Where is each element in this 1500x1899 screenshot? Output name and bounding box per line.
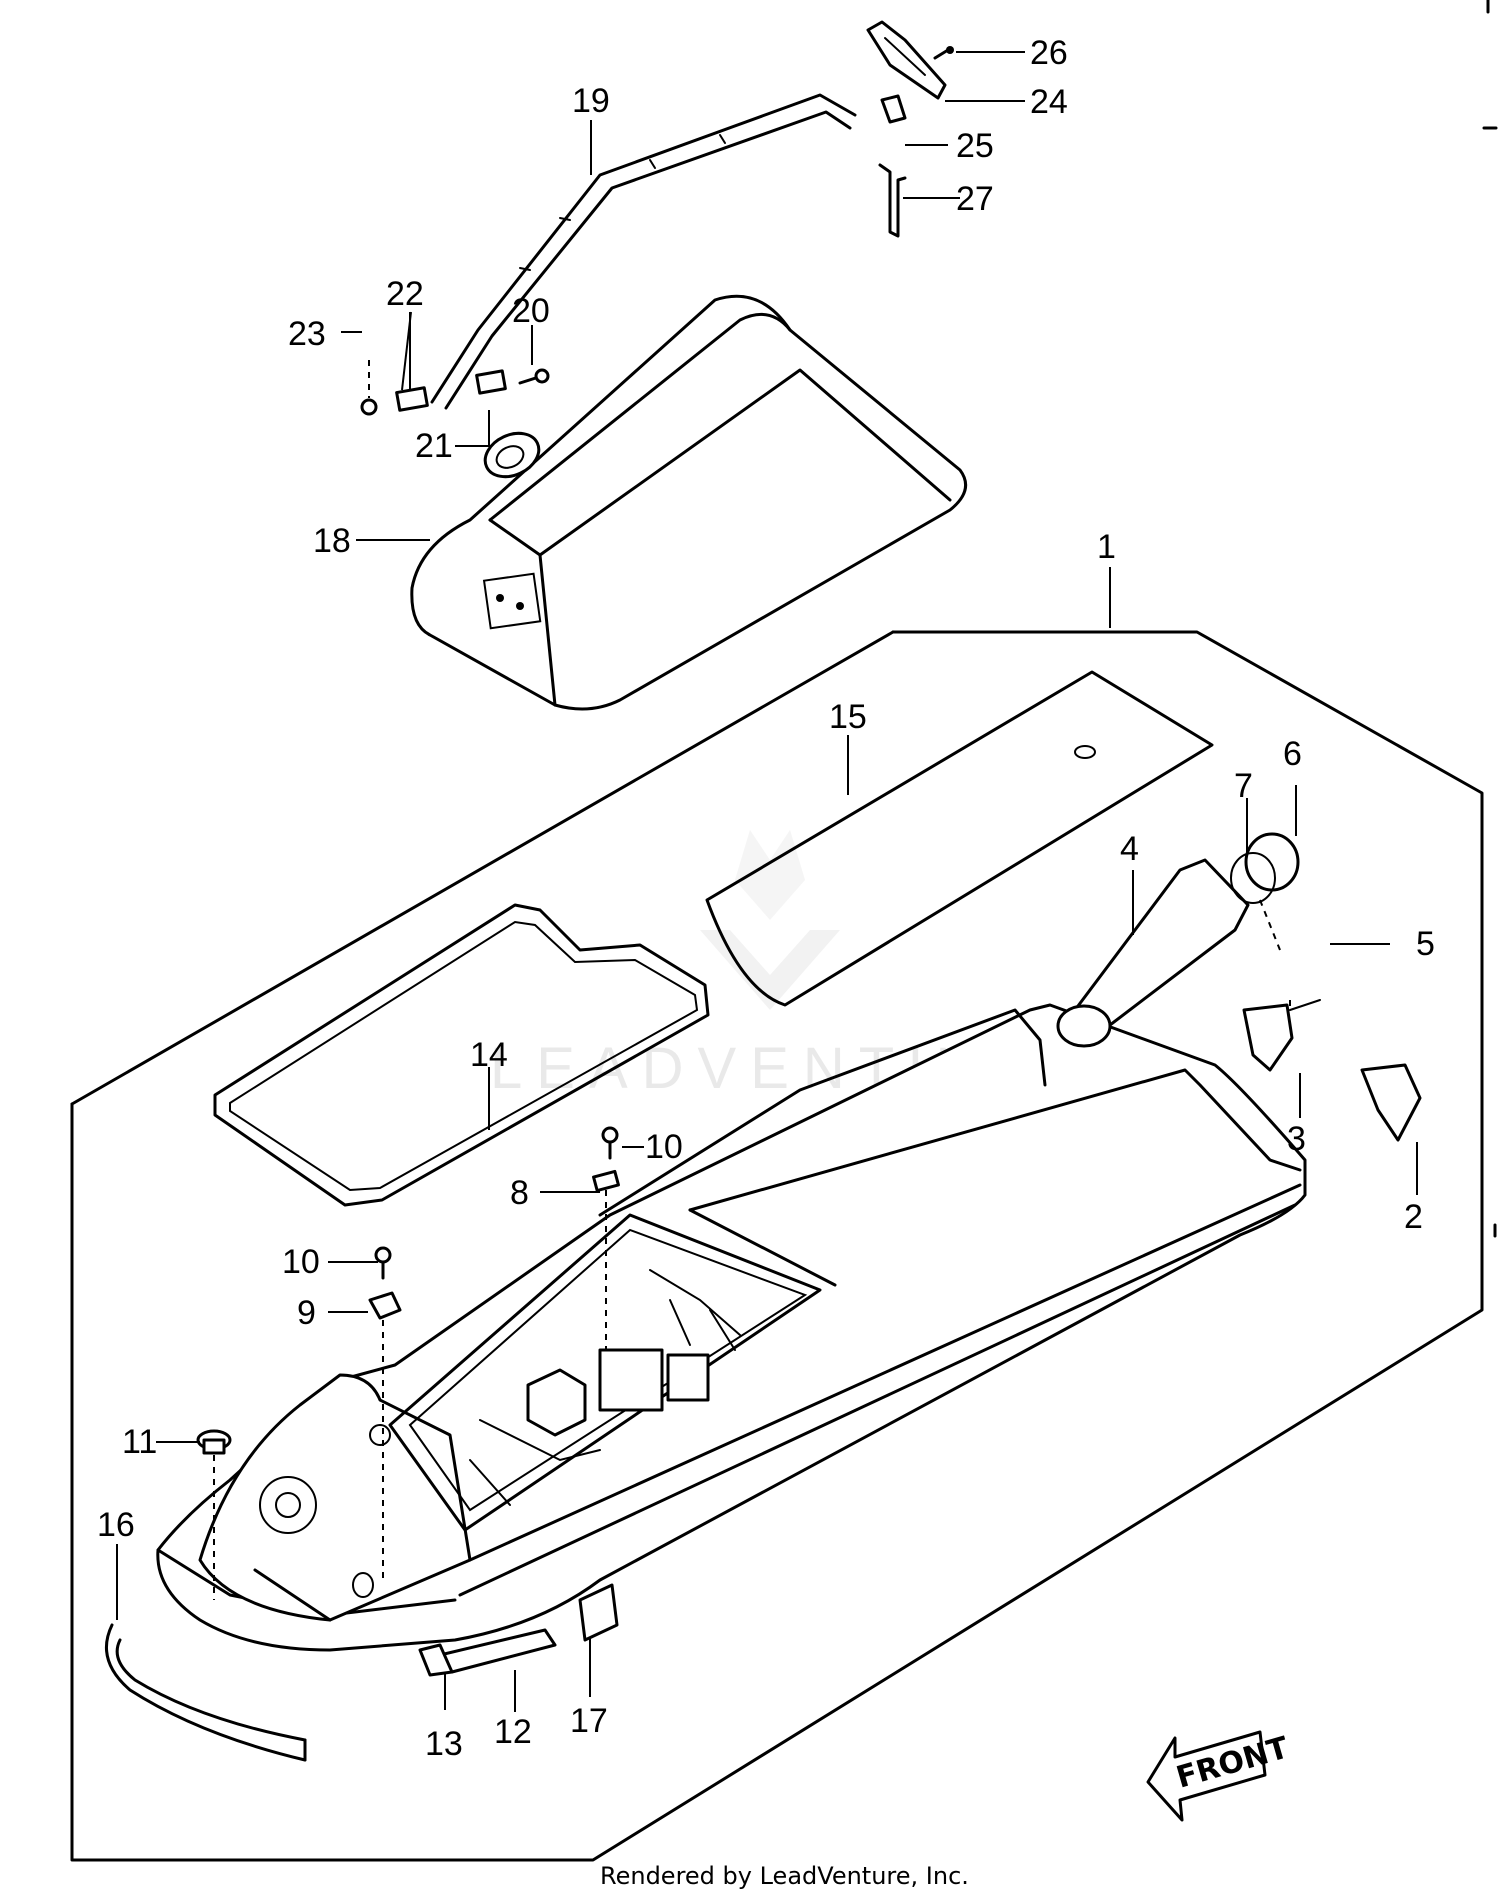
gasket-14 xyxy=(213,903,710,1207)
callout-10-lower: 10 xyxy=(282,1243,320,1281)
callout-23: 23 xyxy=(288,315,326,353)
callout-27: 27 xyxy=(956,180,994,218)
callout-5: 5 xyxy=(1416,925,1435,963)
callout-6: 6 xyxy=(1283,735,1302,773)
nut-23 xyxy=(360,398,378,416)
seat-pad-15 xyxy=(705,670,1214,1007)
callout-14: 14 xyxy=(470,1036,508,1074)
drain-plug xyxy=(196,1429,232,1455)
callout-25: 25 xyxy=(956,127,994,165)
callout-4: 4 xyxy=(1120,830,1139,868)
footer-credit: Rendered by LeadVenture, Inc. xyxy=(600,1862,969,1890)
callout-26: 26 xyxy=(1030,34,1068,72)
grip-cover xyxy=(866,20,947,100)
fitting-17 xyxy=(578,1583,619,1642)
callout-15: 15 xyxy=(829,698,867,736)
callout-17: 17 xyxy=(570,1702,608,1740)
bumper-strip xyxy=(104,1623,307,1762)
callout-9: 9 xyxy=(297,1294,316,1332)
wire-5 xyxy=(1289,999,1321,1011)
clip-8 xyxy=(592,1169,620,1193)
callout-2: 2 xyxy=(1404,1198,1423,1236)
callout-13: 13 xyxy=(425,1725,463,1763)
plate-21 xyxy=(475,369,507,395)
callout-22: 22 xyxy=(386,275,424,313)
leader-lines xyxy=(116,51,1418,1712)
callout-3: 3 xyxy=(1287,1120,1306,1158)
clip xyxy=(880,94,907,124)
engine-hood xyxy=(410,294,968,711)
handle-pole-edge xyxy=(444,110,852,410)
pad-13 xyxy=(418,1643,454,1677)
handle-pole xyxy=(430,93,857,404)
clip-9 xyxy=(368,1291,402,1320)
callout-10-upper: 10 xyxy=(645,1128,683,1166)
bolt-10-lower xyxy=(374,1246,392,1280)
bolt-10-upper xyxy=(601,1126,619,1160)
end-cap-2 xyxy=(1360,1063,1422,1142)
screw-26 xyxy=(933,46,954,60)
callout-11: 11 xyxy=(122,1423,157,1461)
callout-1: 1 xyxy=(1097,528,1116,566)
end-cap-3 xyxy=(1242,1003,1294,1072)
plate-22 xyxy=(395,386,429,412)
ring-7 xyxy=(1230,852,1276,904)
callout-8: 8 xyxy=(510,1174,529,1212)
bumper-strip-edge xyxy=(115,1638,307,1742)
hull xyxy=(156,1003,1307,1652)
callout-7: 7 xyxy=(1234,767,1253,805)
assembly-bracket-edge xyxy=(70,630,895,1106)
callout-18: 18 xyxy=(313,522,351,560)
front-direction-arrow: FRONT xyxy=(1146,1730,1293,1822)
callout-21: 21 xyxy=(415,427,453,465)
callout-24: 24 xyxy=(1030,83,1068,121)
intake-tube xyxy=(1056,858,1250,1048)
pin xyxy=(878,163,907,238)
assembly-bracket xyxy=(70,630,1484,1862)
callout-12: 12 xyxy=(494,1713,532,1751)
callout-19: 19 xyxy=(572,82,610,120)
handle-pole-texture xyxy=(519,134,726,271)
callout-16: 16 xyxy=(97,1506,135,1544)
callout-20: 20 xyxy=(512,292,550,330)
cap-6 xyxy=(1244,832,1300,892)
